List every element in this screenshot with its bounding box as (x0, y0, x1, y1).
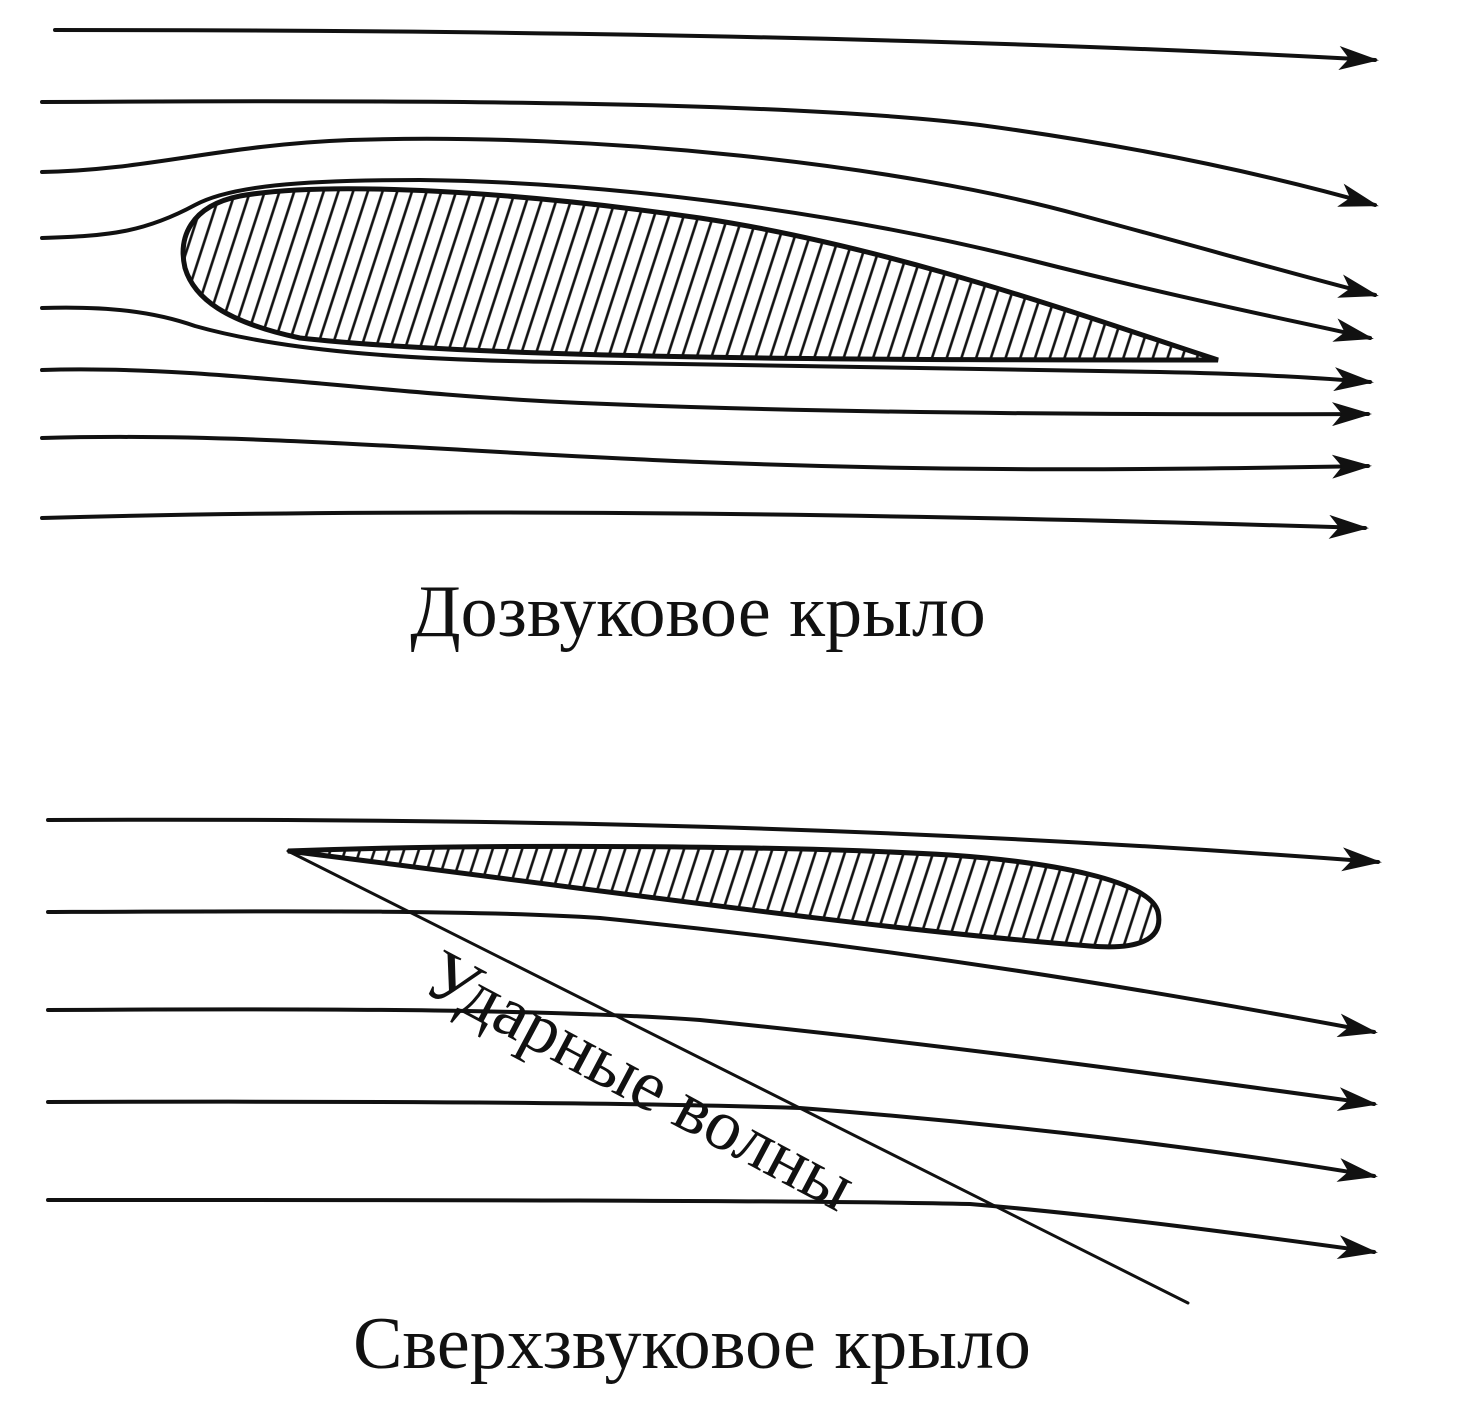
shock-wave-line (286, 849, 1190, 1305)
streamline (46, 1007, 1378, 1111)
subsonic-streamlines (40, 28, 1379, 539)
subsonic-panel: Дозвуковое крыло (40, 28, 1379, 653)
subsonic-airfoil (180, 186, 1219, 363)
supersonic-panel: Ударные волны Сверхзвуковое крыло (46, 817, 1382, 1385)
supersonic-streamlines (46, 817, 1382, 1259)
supersonic-caption: Сверхзвуковое крыло (353, 1303, 1031, 1385)
supersonic-airfoil (287, 843, 1162, 950)
subsonic-caption: Дозвуковое крыло (410, 571, 986, 653)
streamline (46, 1099, 1378, 1182)
streamline (46, 1198, 1378, 1259)
streamline (40, 305, 1374, 392)
shock-wave-label: Ударные волны (412, 933, 868, 1226)
streamline (40, 434, 1372, 479)
streamline (46, 909, 1378, 1038)
streamline (40, 178, 1374, 342)
streamline (40, 99, 1379, 207)
streamline (40, 367, 1372, 427)
streamline (46, 817, 1382, 872)
streamline (40, 510, 1369, 539)
streamline (53, 28, 1379, 71)
streamline (40, 136, 1379, 298)
